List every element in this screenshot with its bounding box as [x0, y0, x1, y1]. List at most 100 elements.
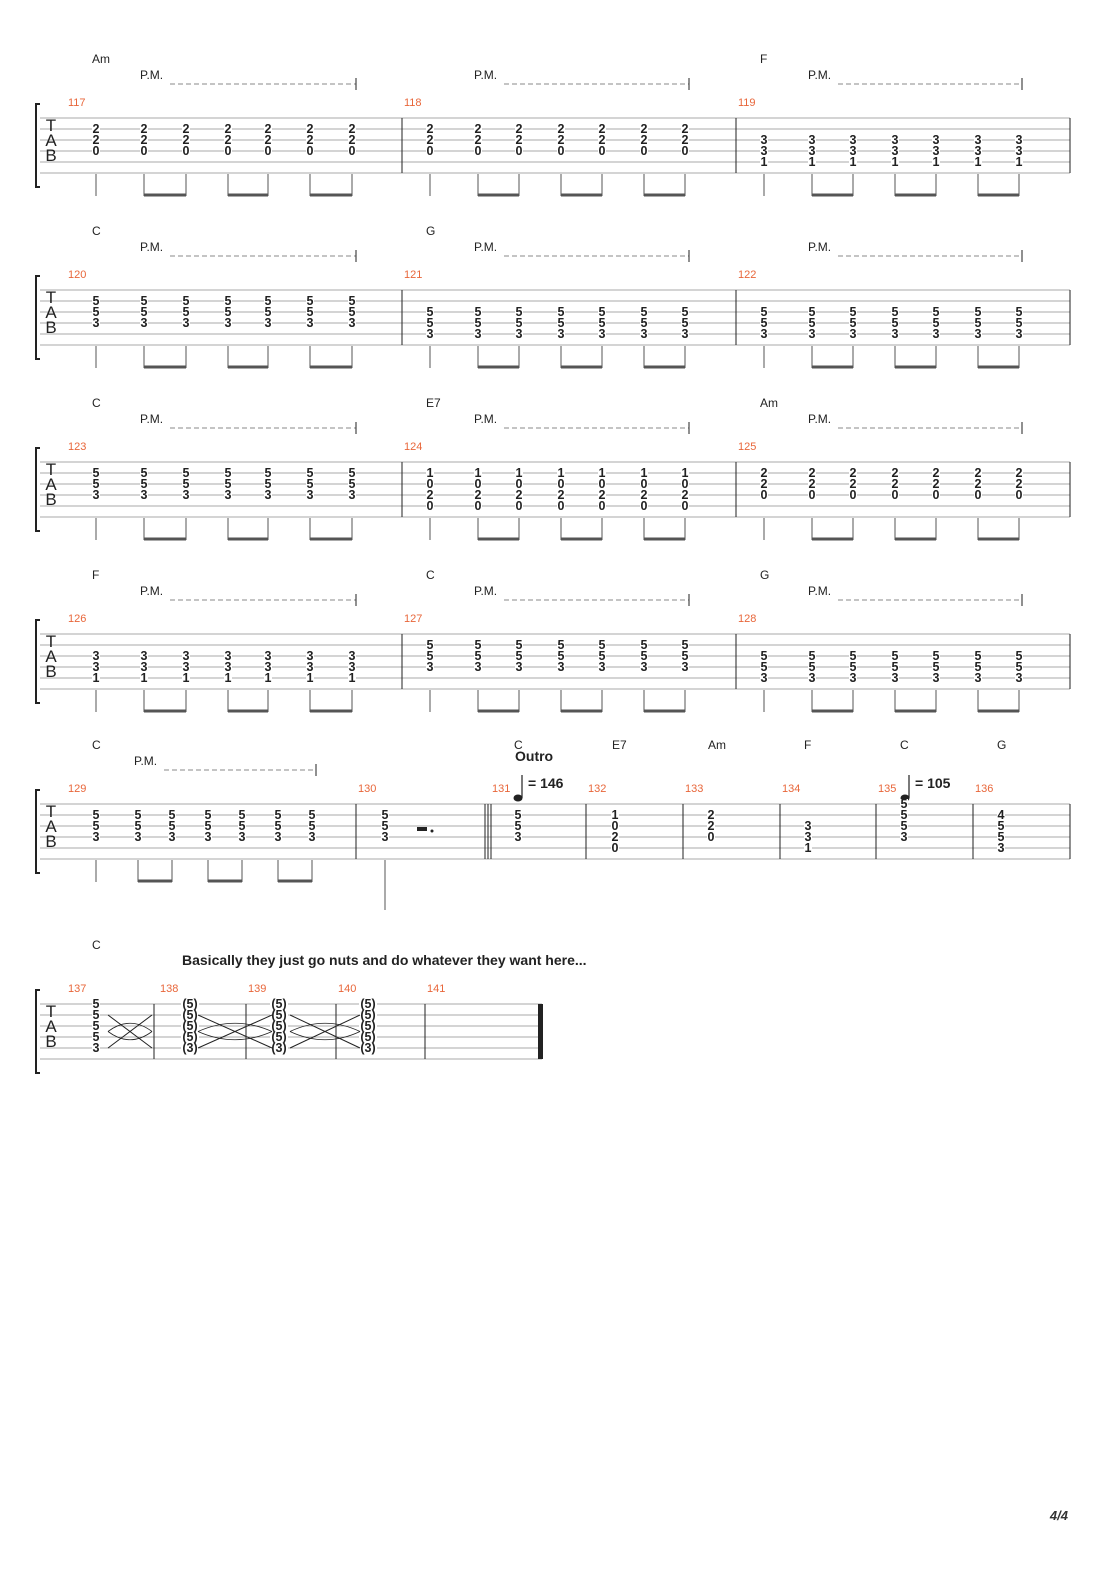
fret-bg	[92, 468, 100, 478]
fret-bg	[140, 479, 148, 489]
fret-bg	[182, 135, 190, 145]
fret-number: 0	[427, 144, 434, 158]
fret-bg	[808, 318, 816, 328]
fret-number: 5	[558, 316, 565, 330]
fret-number: 3	[599, 660, 606, 674]
fret-number: 1	[225, 671, 232, 685]
fret-number: 3	[169, 830, 176, 844]
fret-bg	[182, 662, 190, 672]
fret-number: 5	[307, 305, 314, 319]
fret-bg	[381, 832, 389, 842]
fret-bg	[270, 1032, 288, 1042]
fret-number: 5	[515, 808, 522, 822]
fret-number: 1	[516, 466, 523, 480]
fret-bg	[598, 501, 606, 511]
fret-bg	[426, 124, 434, 134]
slide-line	[289, 1031, 361, 1041]
fret-number: (5)	[182, 1030, 197, 1044]
fret-bg	[598, 468, 606, 478]
fret-bg	[306, 662, 314, 672]
fret-bg	[224, 307, 232, 317]
fret-bg	[92, 810, 100, 820]
fret-bg	[264, 146, 272, 156]
fret-number: 5	[225, 477, 232, 491]
fret-bg	[932, 479, 940, 489]
fret-number: 2	[427, 133, 434, 147]
fret-bg	[974, 468, 982, 478]
fret-number: (5)	[360, 1008, 375, 1022]
fret-number: 0	[850, 488, 857, 502]
fret-bg	[515, 329, 523, 339]
fret-number: 3	[892, 671, 899, 685]
fret-number: 3	[205, 830, 212, 844]
fret-bg	[707, 821, 715, 831]
fret-bg	[557, 307, 565, 317]
fret-number: 1	[892, 155, 899, 169]
fret-number: 5	[682, 305, 689, 319]
fret-bg	[204, 810, 212, 820]
fret-bg	[598, 640, 606, 650]
tab-clef-letter: B	[45, 1032, 56, 1051]
fret-number: 1	[761, 155, 768, 169]
fret-bg	[1015, 307, 1023, 317]
fret-bg	[760, 307, 768, 317]
measure-number: 128	[738, 613, 756, 625]
fret-bg	[598, 146, 606, 156]
fret-number: 0	[975, 488, 982, 502]
fret-number: 5	[475, 305, 482, 319]
fret-bg	[849, 146, 857, 156]
fret-number: 3	[516, 327, 523, 341]
system-bracket	[35, 989, 40, 1074]
fret-number: 5	[93, 1019, 100, 1033]
fret-bg	[1015, 662, 1023, 672]
fret-bg	[92, 135, 100, 145]
fret-bg	[140, 318, 148, 328]
fret-number: 5	[975, 660, 982, 674]
fret-number: 2	[558, 133, 565, 147]
fret-bg	[891, 307, 899, 317]
fret-number: 3	[307, 488, 314, 502]
fret-bg	[168, 832, 176, 842]
fret-bg	[640, 468, 648, 478]
fret-bg	[681, 640, 689, 650]
fret-bg	[224, 479, 232, 489]
fret-bg	[92, 307, 100, 317]
measure-number: 124	[404, 441, 422, 453]
fret-number: 3	[307, 660, 314, 674]
fret-bg	[640, 501, 648, 511]
fret-number: 3	[93, 488, 100, 502]
fret-number: 0	[933, 488, 940, 502]
fret-bg	[640, 146, 648, 156]
fret-bg	[1015, 651, 1023, 661]
chord-name: Am	[708, 738, 726, 752]
chord-name: F	[760, 52, 767, 66]
fret-bg	[681, 651, 689, 661]
fret-bg	[224, 124, 232, 134]
fret-bg	[514, 832, 522, 842]
fret-number: 0	[599, 477, 606, 491]
measure-number: 125	[738, 441, 756, 453]
palm-mute-label: P.M.	[140, 68, 163, 82]
fret-number: 2	[141, 133, 148, 147]
fret-number: 5	[169, 808, 176, 822]
measure-number: 136	[975, 783, 993, 795]
fret-number: 1	[558, 466, 565, 480]
fret-bg	[598, 318, 606, 328]
fret-number: (3)	[360, 1041, 375, 1055]
fret-number: 0	[141, 144, 148, 158]
fret-number: 1	[805, 841, 812, 855]
fret-bg	[611, 810, 619, 820]
fret-bg	[224, 651, 232, 661]
fret-number: 2	[682, 122, 689, 136]
palm-mute-label: P.M.	[474, 412, 497, 426]
fret-bg	[474, 490, 482, 500]
fret-bg	[270, 1010, 288, 1020]
fret-bg	[92, 832, 100, 842]
slide-line	[197, 1022, 273, 1032]
fret-number: 5	[239, 808, 246, 822]
chord-name: G	[426, 224, 435, 238]
fret-bg	[681, 468, 689, 478]
fret-number: 5	[761, 649, 768, 663]
